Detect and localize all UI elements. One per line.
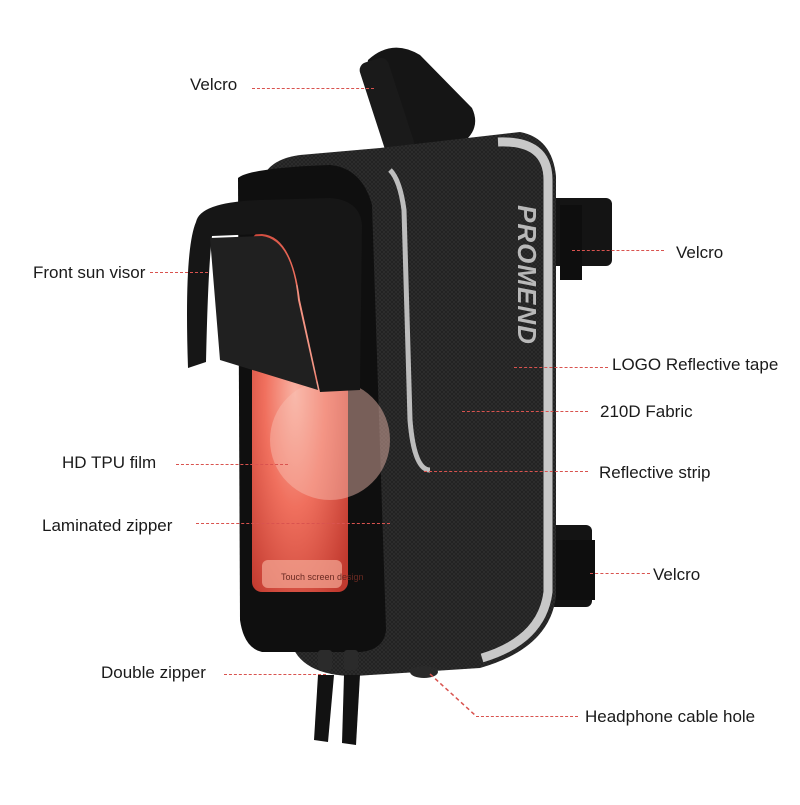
leader-tpu-film [176, 464, 288, 465]
label-laminated-zipper: Laminated zipper [42, 516, 173, 535]
leader-sun-visor [150, 272, 208, 273]
label-headphone-cable-hole: Headphone cable hole [585, 707, 756, 726]
leader-velcro-right-bottom [590, 573, 650, 574]
label-velcro-top: Velcro [190, 75, 238, 94]
brand-logo: PROMEND [512, 205, 542, 345]
label-double-zipper: Double zipper [101, 663, 206, 682]
leader-velcro-top [252, 88, 374, 89]
leader-double-zipper [224, 674, 326, 675]
leader-reflective-strip [424, 471, 588, 472]
label-velcro-right-top: Velcro [676, 243, 724, 262]
leader-headphone [476, 716, 578, 717]
label-hd-tpu-film: HD TPU film [62, 453, 157, 472]
leader-fabric [462, 411, 588, 412]
sun-visor [187, 198, 362, 392]
label-fabric: 210D Fabric [600, 402, 693, 421]
top-velcro-strap [359, 47, 476, 157]
screen-caption: Touch screen design [281, 572, 364, 582]
label-logo-reflective-tape: LOGO Reflective tape [612, 355, 779, 374]
label-reflective-strip: Reflective strip [599, 463, 711, 482]
leader-velcro-right-top [572, 250, 664, 251]
double-zipper [314, 650, 360, 745]
label-front-sun-visor: Front sun visor [33, 263, 146, 282]
leader-laminated-zipper [196, 523, 390, 524]
leader-logo-tape [514, 367, 608, 368]
label-velcro-right-bottom: Velcro [653, 565, 701, 584]
